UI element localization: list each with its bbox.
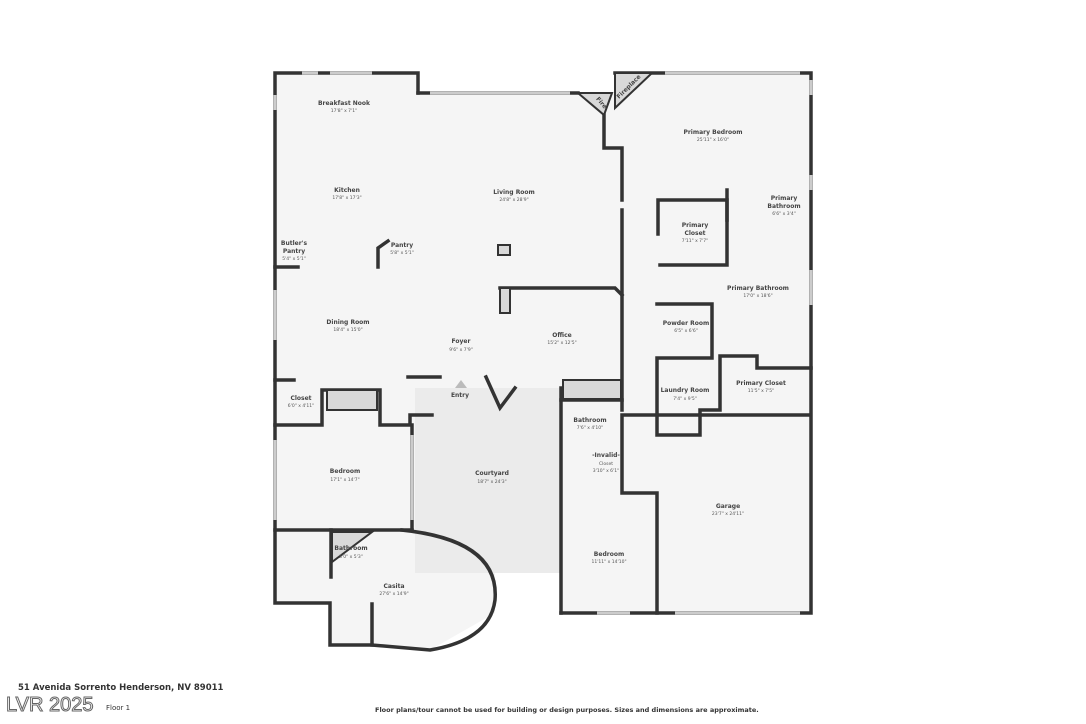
column [497,244,511,256]
room-dims: 17'8" x 17'3" [332,195,361,201]
room-dims: 11'11" x 14'10" [591,559,626,565]
room-name: Garage [716,503,740,510]
room-name: Entry [451,392,469,399]
room-dims: 18'7" x 24'3" [477,479,506,485]
room-name: Kitchen [334,187,360,194]
watermark: LVR 2025 [5,694,94,717]
room-dims: 7'11" x 7'7" [682,238,708,244]
room-name: Courtyard [475,470,509,477]
room-dims: 27'6" x 14'9" [379,591,408,597]
room-name: Dining Room [326,319,369,326]
room-name: Living Room [493,189,535,196]
disclaimer: Floor plans/tour cannot be used for buil… [375,706,759,714]
room-name: Powder Room [663,320,710,327]
column [499,287,511,314]
room-name: Closet [684,230,705,237]
room-dims: 6'0" x 4'11" [288,403,314,409]
room-dims: 23'7" x 24'11" [712,511,744,517]
room-name: Pantry [283,248,305,255]
room-dims: 11'5" x 7'5" [748,388,774,394]
room-dims: 9'6" x 7'9" [449,347,473,353]
room-dims: 5'4" x 5'1" [282,256,306,262]
entry-arrow-icon [455,380,467,388]
room-name: Bathroom [573,417,606,424]
room-dims: 17'1" x 14'7" [330,477,359,483]
room-dims: 17'0" x 18'6" [743,293,772,299]
room-name: Closet [599,461,613,467]
room-name: Bathroom [334,545,367,552]
room-labels: Breakfast Nook 17'8" x 7'1" Kitchen 17'8… [281,73,801,597]
room-name: Primary [771,195,798,202]
room-dims: 6'6" x 3'4" [772,211,796,217]
room-name: Laundry Room [661,387,710,394]
fireplaces [326,72,655,564]
room-name: -Invalid- [592,452,620,459]
room-dims: 24'8" x 28'9" [499,197,528,203]
room-dims: 25'11" x 16'0" [697,137,729,143]
room-name: Breakfast Nook [318,100,371,107]
room-name: Bathroom [767,203,800,210]
room-name: Primary Closet [736,380,786,387]
room-name: Casita [384,583,405,590]
room-name: Bedroom [594,551,624,558]
room-dims: 5'8" x 5'1" [390,250,414,256]
property-address: 51 Avenida Sorrento Henderson, NV 89011 [18,683,224,693]
room-name: Bedroom [330,468,360,475]
room-name: Closet [290,395,311,402]
courtyard-floor [415,388,561,573]
fire-hearth [575,92,614,117]
room-name: Office [552,332,571,339]
room-name: Primary Bathroom [727,285,789,292]
stair-block [326,389,378,411]
room-dims: 6'5" x 6'6" [674,328,698,334]
room-dims: 7'4" x 9'5" [673,396,697,402]
room-dims: 3'10" x 6'1" [593,468,619,474]
room-dims: 7'6" x 4'10" [577,425,603,431]
room-name: Foyer [452,338,471,345]
room-dims: 18'4" x 15'0" [333,327,362,333]
windows [273,71,813,615]
room-dims: 17'8" x 7'1" [331,108,357,114]
room-name: Butler's [281,240,308,247]
room-name: Primary [682,222,709,229]
bath-block [331,531,375,564]
room-dims: 15'2" x 12'5" [547,340,576,346]
fireplace-hearth [614,72,655,111]
counter-block [562,379,622,400]
room-dims: 5'0" x 5'3" [339,554,363,560]
room-name: Primary Bedroom [683,129,742,136]
floor-label: Floor 1 [106,704,131,712]
floor-fill [275,73,811,650]
room-name: Pantry [391,242,413,249]
